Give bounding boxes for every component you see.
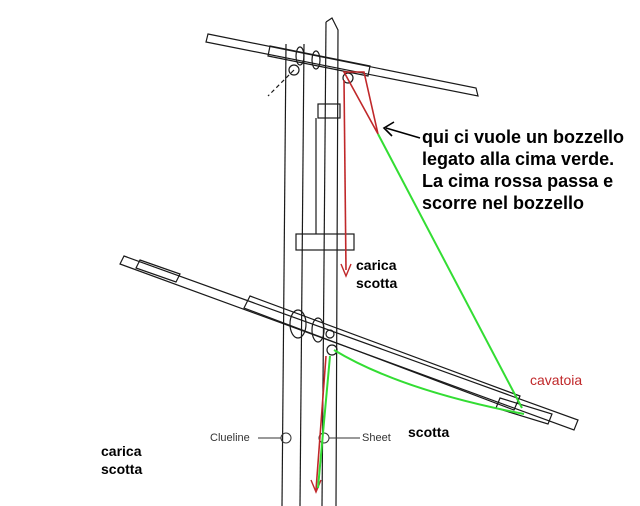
label-scotta: scotta [408, 424, 450, 440]
red-bozzello-lines [342, 71, 379, 135]
green-curve [333, 349, 525, 415]
pointer-arrow [382, 121, 421, 139]
annotation-note: qui ci vuole un bozzello legato alla cim… [422, 127, 625, 213]
label-clueline: Clueline [210, 432, 250, 444]
green-lines [317, 133, 525, 489]
label-sheet: Sheet [362, 432, 391, 444]
lower-yard [119, 255, 579, 431]
mast [281, 17, 355, 506]
label-cavatoia: cavatoia [530, 372, 583, 388]
red-lower-line [315, 355, 327, 491]
red-arrow-head-upper [340, 263, 352, 278]
red-carica-line [343, 79, 347, 271]
clue-markers [258, 432, 360, 444]
green-cima-line [377, 133, 523, 409]
upper-yard [205, 33, 479, 97]
label-carica-scotta-lower: carica scotta [101, 443, 143, 477]
label-carica-scotta-upper: carica scotta [356, 257, 398, 291]
green-lower-line [317, 355, 331, 489]
